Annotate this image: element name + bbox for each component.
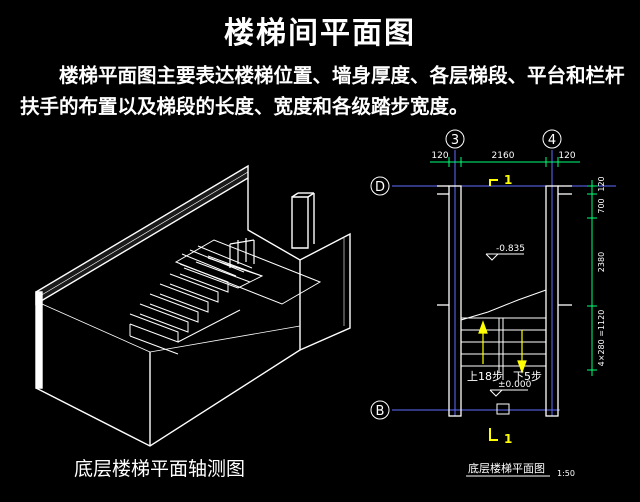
floor-plan: 3 4 D B 120 2160 120 120 700 2380 4×280 …: [370, 129, 616, 478]
elevation-marker-landing: [485, 253, 524, 261]
door-symbol: [496, 403, 510, 415]
plan-scale: 1:50: [557, 469, 575, 478]
section-marker-top: [489, 179, 498, 186]
railing: [229, 238, 255, 268]
description-text: 楼梯平面图主要表达楼梯位置、墙身厚度、各层梯段、平台和栏杆扶手的布置以及梯段的长…: [20, 64, 625, 118]
dim-right-4: 4×280 =1120: [597, 310, 606, 367]
dim-right-2: 700: [597, 198, 606, 213]
axis-label-B: B: [376, 404, 385, 419]
elevation-landing: -0.835: [496, 244, 525, 254]
stair-treads: [461, 317, 546, 380]
base-outline: [35, 326, 301, 447]
section-label-top: 1: [504, 173, 512, 187]
section-label-bottom: 1: [504, 432, 512, 446]
plan-caption: 底层楼梯平面图: [468, 461, 545, 475]
axis-label-3: 3: [451, 133, 459, 148]
direction-arrows: [478, 320, 527, 374]
down-steps-label: 下5步: [513, 370, 542, 383]
plan-walls: [437, 185, 572, 417]
axis-label-4: 4: [548, 133, 556, 148]
axonometric-drawing: [35, 164, 351, 447]
up-steps-label: 上18步: [467, 370, 503, 383]
axis-bubbles: [370, 129, 562, 420]
top-dimension: [430, 157, 580, 167]
right-wall: [247, 178, 351, 351]
axis-lines: [392, 150, 616, 416]
break-line: [460, 289, 547, 321]
dim-right-3: 2380: [597, 252, 606, 272]
column: [291, 196, 309, 249]
elevation-floor: ±0.000: [498, 380, 532, 390]
stair-flight-lower: [129, 263, 241, 355]
page-title: 楼梯间平面图: [224, 16, 416, 51]
front-wall-edge: [35, 291, 43, 389]
right-dimension: [587, 180, 597, 376]
section-marker-bottom: [489, 428, 498, 441]
axis-label-D: D: [375, 180, 385, 195]
stair-flight-upper: [181, 245, 264, 289]
elevation-marker-floor: [489, 389, 528, 397]
dim-top-mid: 2160: [492, 151, 515, 161]
axonometric-caption: 底层楼梯平面轴测图: [74, 458, 246, 480]
dim-top-left: 120: [431, 151, 448, 161]
dim-right-1: 120: [597, 176, 606, 191]
dim-top-right: 120: [558, 151, 575, 161]
